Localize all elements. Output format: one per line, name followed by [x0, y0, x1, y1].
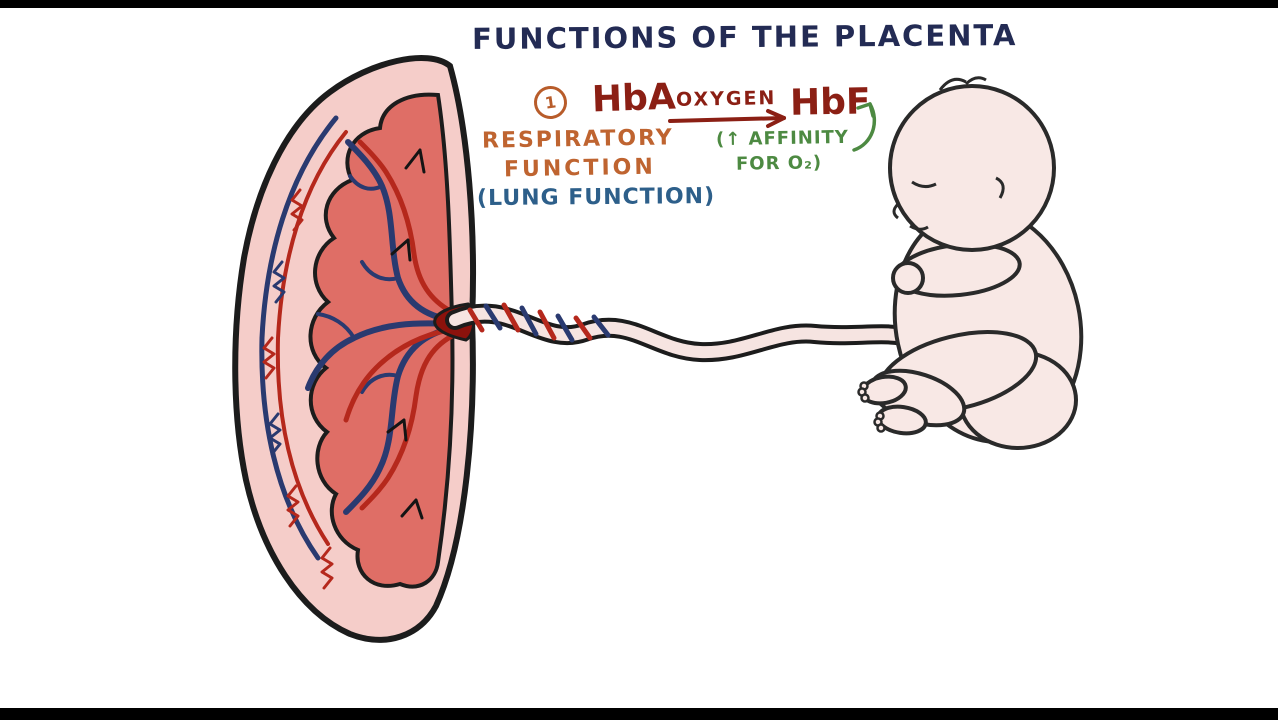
letterbox-bottom-bar — [0, 708, 1278, 720]
fetus-toes — [857, 381, 886, 433]
hba-label: HbA — [591, 76, 677, 121]
hbf-label: HbF — [789, 81, 871, 124]
fetus-head — [888, 84, 1056, 252]
vessel-tree-blue — [305, 139, 455, 515]
cord-inner — [449, 307, 918, 359]
fetus-face — [892, 76, 1005, 231]
respiratory-function-label-line2: FUNCTION — [503, 154, 656, 183]
marginal-vein-blue — [259, 115, 339, 561]
capillary-squiggles — [262, 188, 334, 590]
oxygen-label: OXYGEN — [675, 87, 777, 111]
fetus-mouth — [909, 224, 929, 231]
lung-function-label: (LUNG FUNCTION) — [476, 183, 716, 212]
letterbox-top-bar — [0, 0, 1278, 8]
fetus-hair-curl — [938, 76, 987, 91]
twig-vessels — [386, 148, 426, 520]
placenta — [232, 55, 477, 643]
oxygen-arrow-icon — [668, 109, 786, 128]
umbilical-cord — [445, 302, 922, 363]
fetus — [857, 76, 1084, 450]
fetus-nose — [892, 202, 900, 220]
respiratory-function-label-line1: RESPIRATORY — [481, 125, 674, 154]
placenta-lobes — [308, 92, 455, 589]
fetus-hand — [891, 261, 925, 295]
affinity-note-line1: (↑ AFFINITY — [715, 126, 850, 151]
cord-twist-strands — [467, 302, 611, 343]
page-title: FUNCTIONS OF THE PLACENTA — [471, 18, 1018, 56]
affinity-increase-arrow-icon — [852, 102, 876, 152]
fetus-ear — [995, 176, 1005, 199]
marginal-artery-red — [275, 130, 348, 546]
fetus-eye — [911, 180, 937, 189]
affinity-note-line2: FOR O₂) — [735, 152, 823, 175]
